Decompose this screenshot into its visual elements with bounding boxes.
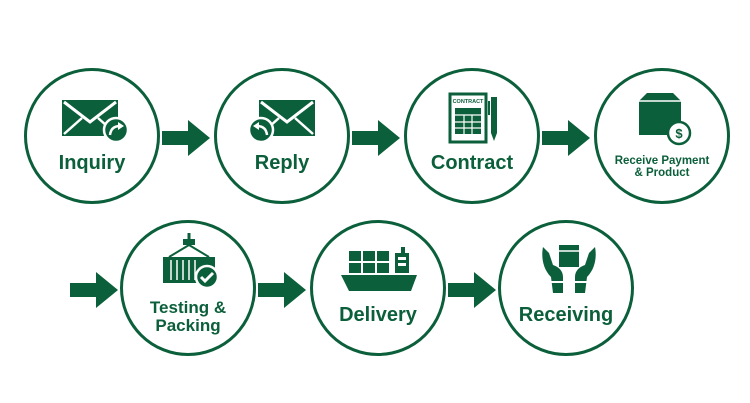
envelope-reply-icon: [249, 100, 315, 144]
step-delivery: Delivery: [310, 220, 446, 356]
step-inquiry: Inquiry: [24, 68, 160, 204]
step-label: Inquiry: [58, 152, 126, 174]
envelope-forward-icon: [62, 100, 130, 144]
box-payment-icon: $: [639, 93, 692, 146]
step-label: Receive Payment & Product: [614, 155, 710, 180]
step-label: Testing & Packing: [149, 298, 227, 335]
flow-arrow-1: [162, 120, 210, 156]
flow-arrow-3: [542, 120, 590, 156]
hands-box-icon: [542, 245, 596, 293]
flow-arrow-6: [448, 272, 496, 308]
dollar-sign-text: $: [675, 126, 683, 141]
contract-document-icon: CONTRACT: [448, 92, 497, 144]
step-label: Delivery: [339, 304, 417, 326]
cargo-ship-icon: [341, 247, 417, 291]
step-testing-packing: Testing & Packing: [120, 220, 256, 356]
step-contract: CONTRACT Contract: [404, 68, 540, 204]
step-receive-payment-product: $ Receive Payment & Product: [594, 68, 730, 204]
container-check-icon: [163, 233, 220, 290]
step-receiving: Receiving: [498, 220, 634, 356]
step-label: Contract: [430, 152, 514, 174]
flow-arrow-2: [352, 120, 400, 156]
contract-icon-text: CONTRACT: [453, 99, 484, 105]
step-reply: Reply: [214, 68, 350, 204]
flow-arrow-4: [70, 272, 118, 308]
flow-arrow-5: [258, 272, 306, 308]
step-label: Reply: [254, 152, 310, 174]
step-label: Receiving: [518, 304, 614, 326]
